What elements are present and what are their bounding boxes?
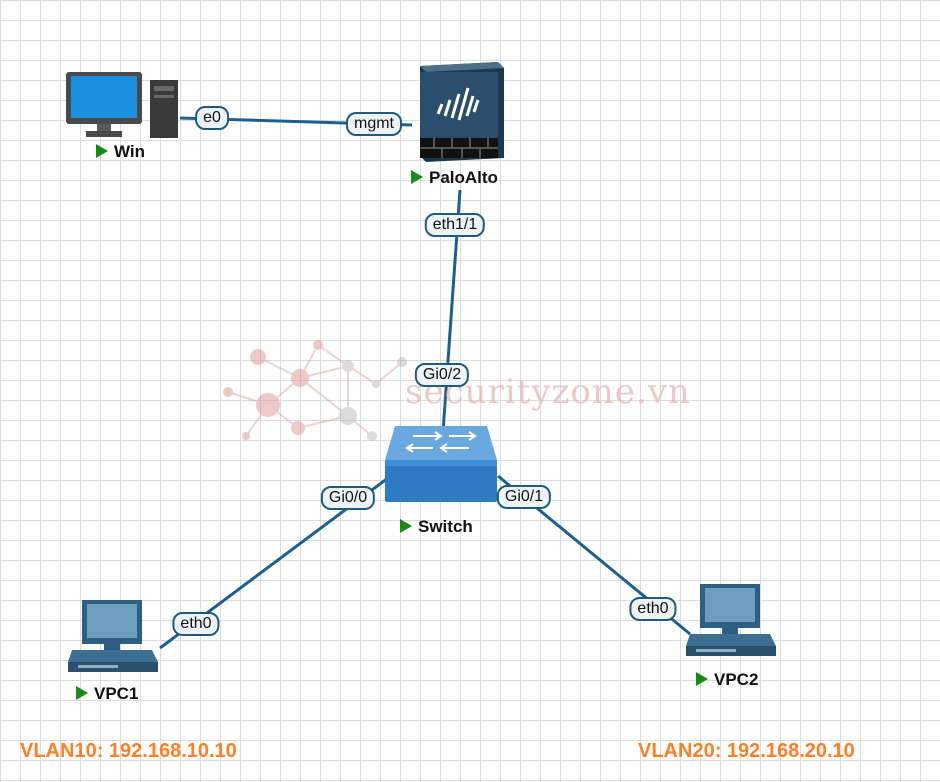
port-label-win-e0[interactable]: e0 (195, 106, 229, 130)
node-label-win[interactable]: Win (96, 142, 145, 162)
watermark-logo (223, 340, 407, 441)
port-label-switch-gi0-2[interactable]: Gi0/2 (414, 363, 470, 387)
node-label-vpc2[interactable]: VPC2 (696, 670, 758, 690)
running-status-icon (76, 686, 88, 700)
workstation-icon[interactable] (68, 598, 160, 680)
port-label-vpc1-eth0[interactable]: eth0 (172, 612, 220, 636)
workstation-icon[interactable] (686, 582, 778, 664)
firewall-icon[interactable] (412, 60, 506, 164)
vlan10-annotation: VLAN10: 192.168.10.10 (20, 740, 237, 762)
port-label-paloalto-mgmt[interactable]: mgmt (346, 112, 402, 136)
vlan20-annotation: VLAN20: 192.168.20.10 (638, 740, 855, 762)
node-label-paloalto[interactable]: PaloAlto (411, 168, 498, 188)
node-label-switch[interactable]: Switch (400, 517, 473, 537)
running-status-icon (696, 672, 708, 686)
port-label-switch-gi0-0[interactable]: Gi0/0 (320, 486, 376, 510)
desktop-computer-icon[interactable] (64, 70, 182, 140)
running-status-icon (400, 519, 412, 533)
port-label-paloalto-eth1-1[interactable]: eth1/1 (424, 213, 486, 237)
running-status-icon (96, 144, 108, 158)
node-label-vpc1[interactable]: VPC1 (76, 684, 138, 704)
running-status-icon (411, 170, 423, 184)
port-label-switch-gi0-1[interactable]: Gi0/1 (496, 485, 552, 509)
port-label-vpc2-eth0[interactable]: eth0 (629, 597, 677, 621)
network-switch-icon[interactable] (383, 424, 499, 506)
